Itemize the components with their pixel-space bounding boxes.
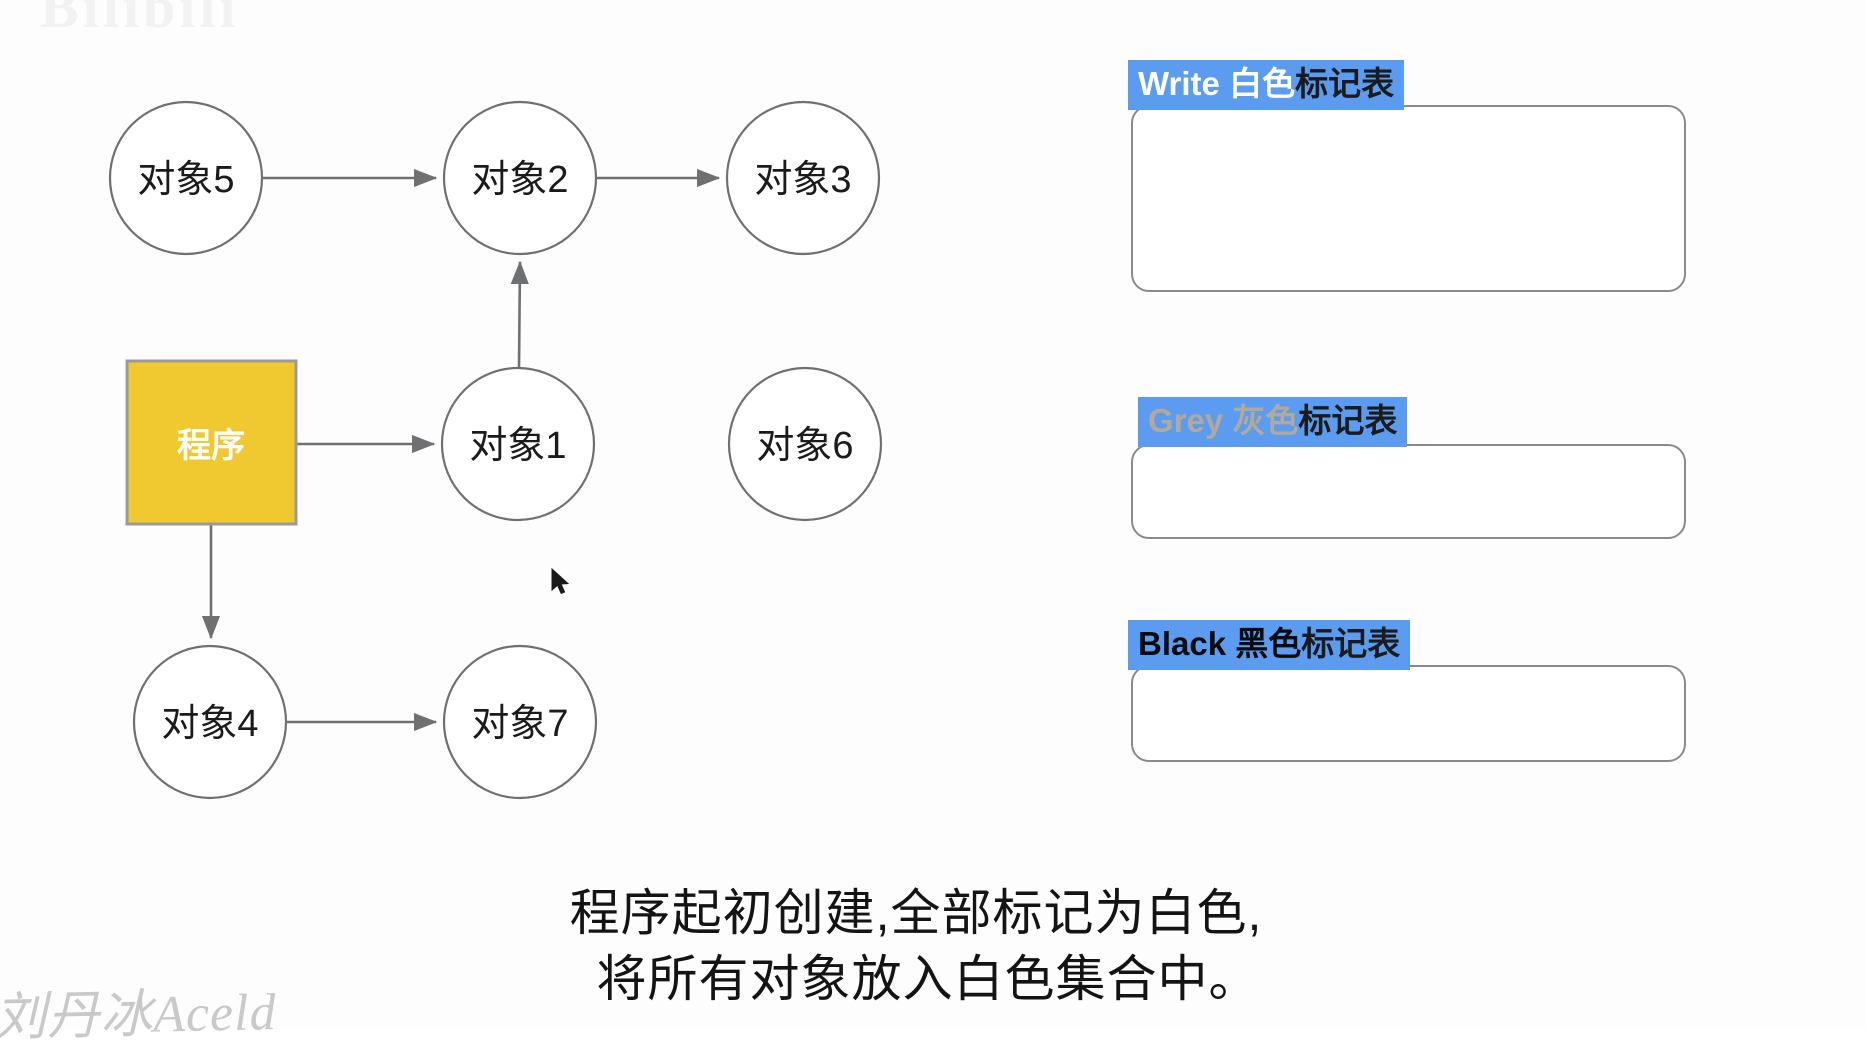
object-reference-graph: 程序 对象5 对象2 对象3 对象1 对象6 对象4 对象7: [108, 100, 883, 800]
node-obj7-circle: [442, 644, 598, 800]
node-obj6[interactable]: 对象6: [727, 366, 883, 522]
node-obj1-label: 对象1: [469, 425, 566, 467]
node-obj5-circle: [108, 100, 264, 256]
program-node[interactable]: 程序: [125, 359, 298, 526]
node-obj1-circle: [440, 366, 596, 522]
edge-obj1-to-obj2: [510, 260, 529, 368]
mark-table-grey-header: Grey 灰色标记表: [1138, 397, 1408, 448]
node-obj2-circle: [442, 100, 598, 256]
mark-table-black-box[interactable]: [1131, 665, 1686, 762]
mark-table-grey-suffix: 标记表: [1298, 402, 1398, 439]
mark-table-white-suffix: 标记表: [1295, 65, 1395, 102]
node-obj6-circle: [727, 366, 883, 522]
caption: 程序起初创建,全部标记为白色, 将所有对象放入白色集合中。: [0, 880, 1866, 1012]
mark-table-white-header: Write 白色标记表: [1128, 60, 1405, 111]
mark-table-black-keyword: Black 黑色: [1138, 625, 1302, 662]
mark-table-white-box[interactable]: [1131, 105, 1686, 292]
node-obj4[interactable]: 对象4: [132, 644, 288, 800]
mark-table-white-keyword: Write 白色: [1138, 65, 1296, 102]
node-obj3-label: 对象3: [754, 159, 851, 201]
mark-table-grey-keyword: Grey 灰色: [1148, 402, 1299, 439]
graph-edges: [201, 168, 721, 732]
node-obj7[interactable]: 对象7: [442, 644, 598, 800]
node-obj5[interactable]: 对象5: [108, 100, 264, 256]
node-obj7-label: 对象7: [471, 703, 568, 745]
mark-table-grey-box[interactable]: [1131, 444, 1686, 539]
caption-line-1: 程序起初创建,全部标记为白色,: [569, 885, 1263, 941]
node-obj4-circle: [132, 644, 288, 800]
node-obj1[interactable]: 对象1: [440, 366, 596, 522]
node-obj4-label: 对象4: [161, 703, 258, 745]
mark-table-black-suffix: 标记表: [1301, 625, 1401, 662]
node-obj3[interactable]: 对象3: [725, 100, 881, 256]
mark-table-black-header: Black 黑色标记表: [1128, 620, 1411, 671]
node-obj5-label: 对象5: [137, 159, 234, 201]
watermark-top: Bilibili: [40, 0, 240, 40]
program-node-rect: [125, 359, 298, 526]
node-obj2[interactable]: 对象2: [442, 100, 598, 256]
node-obj2-label: 对象2: [471, 159, 568, 201]
node-obj6-label: 对象6: [756, 425, 853, 467]
node-obj3-circle: [725, 100, 881, 256]
caption-line-2: 将所有对象放入白色集合中。: [596, 951, 1260, 1007]
program-node-label: 程序: [177, 427, 245, 465]
